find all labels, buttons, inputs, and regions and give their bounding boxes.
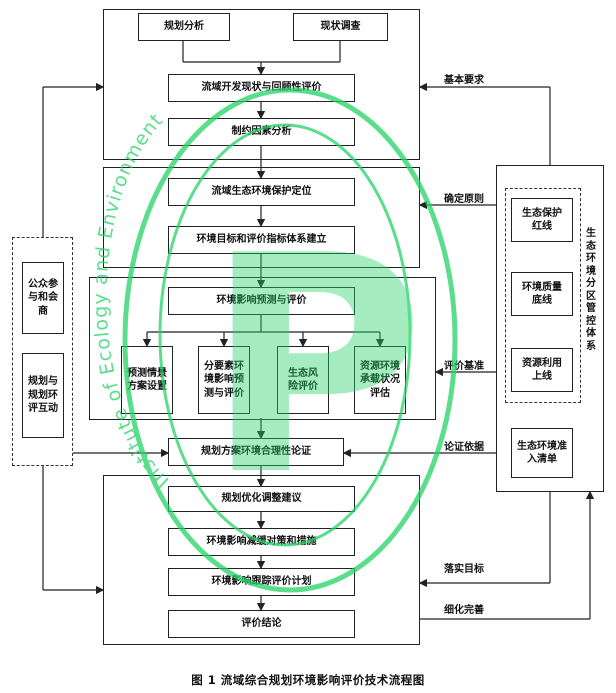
scenario-setting-box: 预测情景方案设置 xyxy=(121,346,173,414)
upperline-box: 资源利用上线 xyxy=(511,348,573,392)
constraint-analysis-box: 制约因素分析 xyxy=(168,118,355,146)
left-panel xyxy=(12,237,73,466)
system-title: 生态环境分区管控体系 xyxy=(586,228,596,352)
label-refine: 细化完善 xyxy=(444,605,484,616)
bottomline-box: 环境质量底线 xyxy=(511,272,573,316)
mitigation-box: 环境影响减缓对策和措施 xyxy=(168,528,355,556)
element-impact-box: 分要素环境影响预测与评价 xyxy=(198,346,250,414)
three-lines-group xyxy=(505,188,581,403)
tracking-plan-box: 环境影响跟踪评价计划 xyxy=(168,568,355,596)
development-review-box: 流域开发现状与回顾性评价 xyxy=(168,74,355,102)
label-criteria: 评价基准 xyxy=(444,361,484,372)
right-panel xyxy=(496,165,604,492)
eco-risk-box: 生态风险评价 xyxy=(277,346,329,414)
public-participation-box: 公众参与和会商 xyxy=(22,262,64,334)
status-survey-box: 现状调查 xyxy=(293,13,388,41)
access-list-box: 生态环境准入清单 xyxy=(511,428,573,478)
planning-analysis-box: 规划分析 xyxy=(138,13,230,41)
rationality-box: 规划方案环境合理性论证 xyxy=(168,438,344,466)
optimization-box: 规划优化调整建议 xyxy=(168,486,355,512)
label-principle: 确定原则 xyxy=(444,194,484,205)
label-evidence: 论证依据 xyxy=(444,442,484,453)
carrying-capacity-box: 资源环境承载状况评估 xyxy=(354,346,406,414)
targets-indicators-box: 环境目标和评价指标体系建立 xyxy=(168,226,355,254)
plan-interaction-box: 规划与规划环评互动 xyxy=(22,353,64,438)
eco-positioning-box: 流域生态环境保护定位 xyxy=(168,178,355,206)
redline-box: 生态保护红线 xyxy=(511,198,573,242)
label-target: 落实目标 xyxy=(444,564,484,575)
label-basic-requirements: 基本要求 xyxy=(444,75,484,86)
conclusion-box: 评价结论 xyxy=(168,610,355,638)
figure-caption: 图 1 流域综合规划环境影响评价技术流程图 xyxy=(191,673,425,687)
impact-prediction-box: 环境影响预测与评价 xyxy=(168,287,355,315)
